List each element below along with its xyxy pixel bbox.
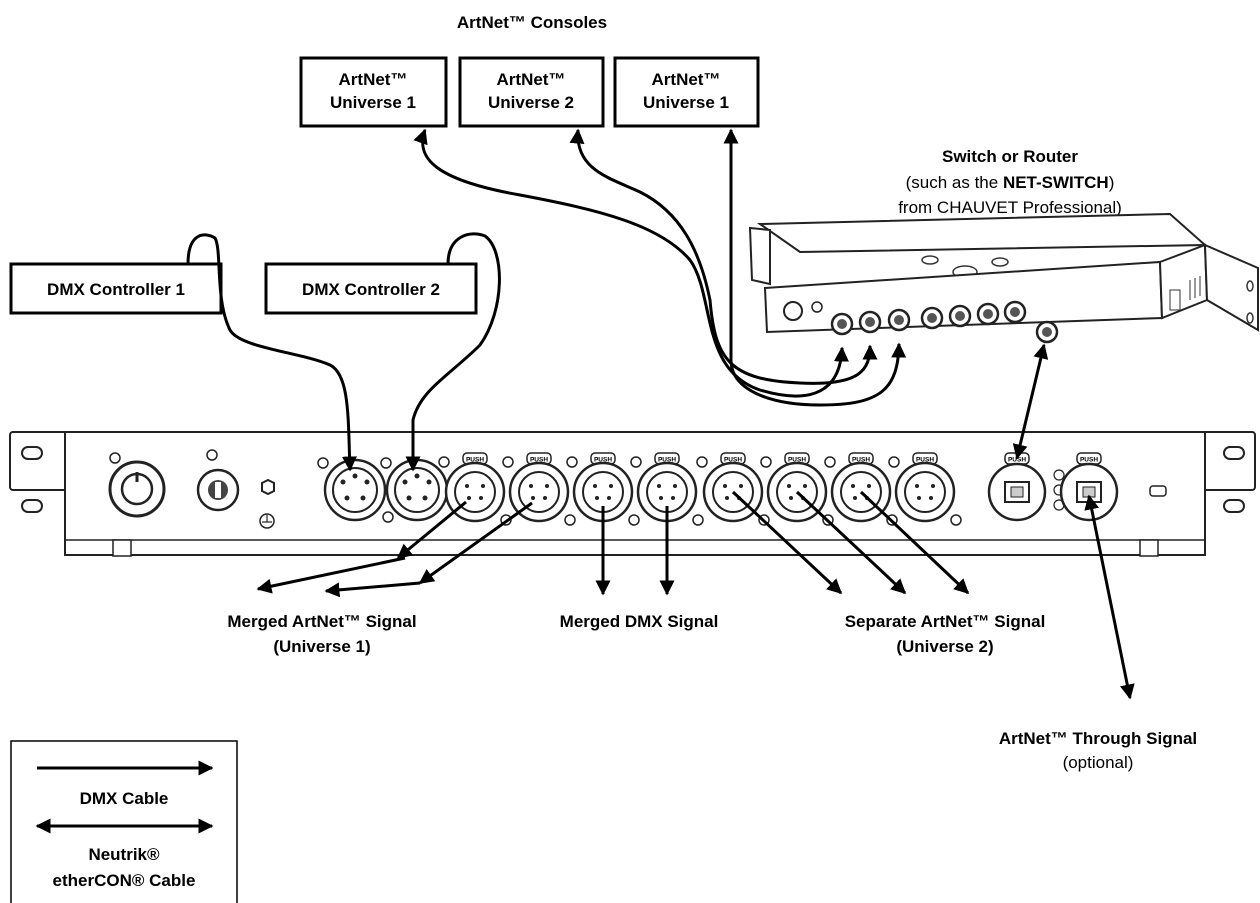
switch-port xyxy=(920,306,944,330)
dmx-controller-1-label: DMX Controller 1 xyxy=(47,280,185,299)
merged-artnet-sublabel: (Universe 1) xyxy=(273,637,370,656)
ethercon-cable-console-2 xyxy=(569,128,878,385)
console-3-line2: Universe 1 xyxy=(643,93,729,112)
push-label: PUSH xyxy=(1080,457,1098,464)
separate-artnet-label: Separate ArtNet™ Signal xyxy=(845,612,1046,631)
legend-ethercon-line2: etherCON® Cable xyxy=(53,871,196,890)
separate-artnet-sublabel: (Universe 2) xyxy=(896,637,993,656)
switch-subtitle-line2: from CHAUVET Professional) xyxy=(898,198,1122,217)
dmx-cable-controller-1 xyxy=(186,233,357,472)
arrow-separate-artnet-2 xyxy=(795,490,907,595)
output-connector: PUSH xyxy=(502,452,576,526)
legend: DMX Cable Neutrik® etherCON® Cable xyxy=(10,740,238,903)
push-label: PUSH xyxy=(466,457,484,464)
output-connector: PUSH xyxy=(888,452,962,526)
dmx-input-1 xyxy=(317,457,394,523)
power-connector xyxy=(108,460,166,518)
switch-port xyxy=(976,302,1000,326)
switch-port xyxy=(948,304,972,328)
arrow-merged-artnet-2 xyxy=(324,581,421,598)
arrow-merged-artnet-2 xyxy=(418,501,533,585)
push-label: PUSH xyxy=(788,457,806,464)
merged-dmx-label: Merged DMX Signal xyxy=(560,612,719,631)
push-label: PUSH xyxy=(594,457,612,464)
ethercon-cable-console-3 xyxy=(723,128,907,407)
legend-ethercon-line1: Neutrik® xyxy=(88,845,160,864)
net-switch-device xyxy=(748,212,1259,344)
arrow-merged-artnet-1 xyxy=(256,556,406,594)
push-label: PUSH xyxy=(530,457,548,464)
ethercon-cable-switch-to-rack xyxy=(1012,343,1049,460)
switch-title: Switch or Router xyxy=(942,147,1078,166)
switch-port xyxy=(887,308,911,332)
ethercon-cable-console-1 xyxy=(413,128,849,398)
status-leds xyxy=(1053,469,1065,511)
console-2: ArtNet™ Universe 2 xyxy=(458,56,605,128)
output-connector: PUSH xyxy=(566,452,640,526)
console-1-line1: ArtNet™ xyxy=(339,70,408,89)
legend-dmx-cable: DMX Cable xyxy=(80,789,169,808)
merged-artnet-label: Merged ArtNet™ Signal xyxy=(227,612,416,631)
arrow-separate-artnet-3 xyxy=(859,490,970,595)
push-label: PUSH xyxy=(658,457,676,464)
switch-port xyxy=(1003,300,1027,324)
console-3-line1: ArtNet™ xyxy=(652,70,721,89)
consoles-heading: ArtNet™ Consoles xyxy=(457,13,607,32)
switch-subtitle: (such as the NET-SWITCH) xyxy=(906,173,1115,192)
ethercon-port-1: PUSH xyxy=(987,452,1047,522)
console-2-line1: ArtNet™ xyxy=(497,70,566,89)
push-label: PUSH xyxy=(724,457,742,464)
console-1-line2: Universe 1 xyxy=(330,93,416,112)
switch-sub-prefix: (such as the xyxy=(906,173,1003,192)
console-2-line2: Universe 2 xyxy=(488,93,574,112)
switch-port xyxy=(1035,320,1059,344)
console-3: ArtNet™ Universe 1 xyxy=(613,56,760,128)
dmx-controller-1: DMX Controller 1 xyxy=(9,262,223,315)
push-label: PUSH xyxy=(916,457,934,464)
dmx-controller-2: DMX Controller 2 xyxy=(264,262,478,315)
push-label: PUSH xyxy=(1008,457,1026,464)
ethercon-cable-through xyxy=(1084,494,1135,700)
arrow-merged-artnet-1 xyxy=(396,500,467,560)
switch-sub-bold: NET-SWITCH xyxy=(1003,173,1109,192)
console-1: ArtNet™ Universe 1 xyxy=(299,56,448,128)
switch-port xyxy=(830,312,854,336)
rack-device: PUSH PUSH PUSH PUSH xyxy=(9,431,1256,557)
arrow-separate-artnet-1 xyxy=(731,490,843,595)
through-signal-label: ArtNet™ Through Signal xyxy=(999,729,1197,748)
dmx-controller-2-label: DMX Controller 2 xyxy=(302,280,440,299)
push-label: PUSH xyxy=(852,457,870,464)
switch-port xyxy=(858,310,882,334)
through-signal-sublabel: (optional) xyxy=(1063,753,1134,772)
